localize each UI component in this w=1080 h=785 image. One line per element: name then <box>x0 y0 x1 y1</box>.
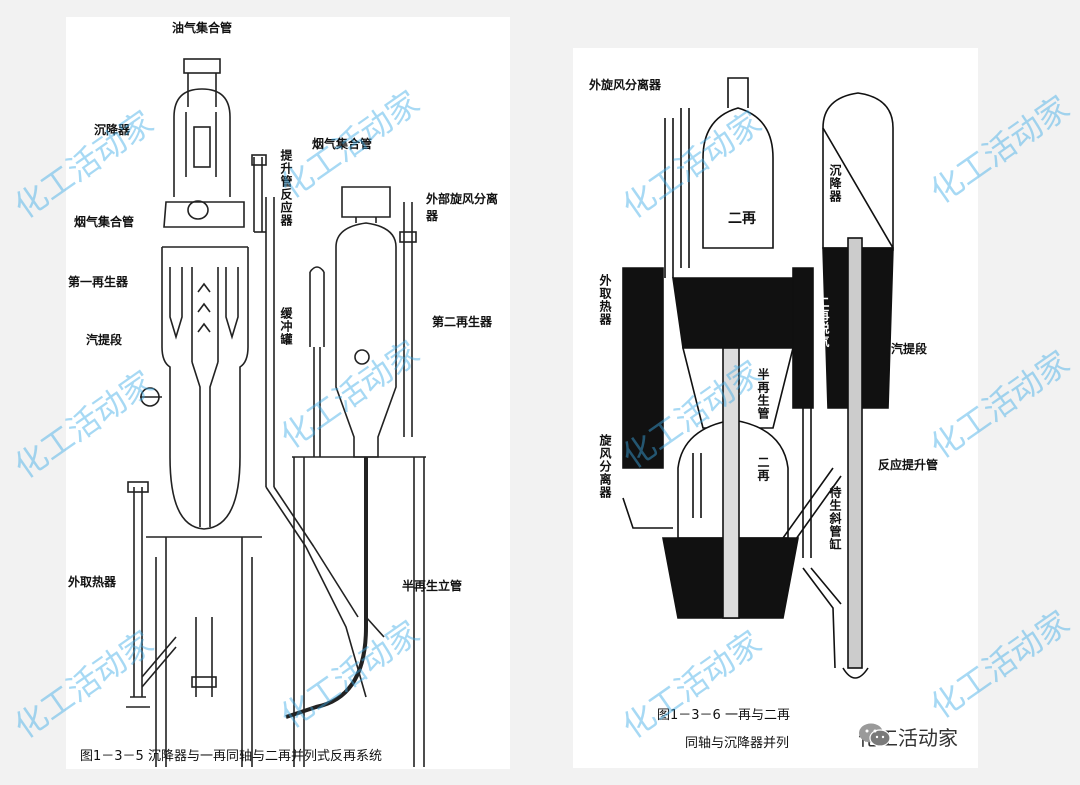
left-figure-caption: 图1－3－5 沉降器与一再同轴与二再并列式反再系统 <box>80 749 382 764</box>
label-second-regen-bottom: 二再 <box>756 456 770 482</box>
label-settler-right: 沉降器 <box>828 164 842 203</box>
label-flue-gas-header-top: 烟气集合管 <box>312 137 373 151</box>
label-flue-gas-header-left: 烟气集合管 <box>74 215 135 229</box>
label-settler: 沉降器 <box>94 123 131 137</box>
right-figure-panel: 外旋风分离器 二再 沉降器 外取热器 二再脱气 汽提段 半再生管 旋风分离器 二… <box>573 48 978 768</box>
label-cyclone-right: 旋风分离器 <box>598 434 612 499</box>
label-second-regenerator: 第二再生器 <box>432 315 493 329</box>
label-riser-reactor: 提升管反应器 <box>279 149 293 227</box>
wechat-icon <box>859 723 891 747</box>
label-external-heat-remover-right: 外取热器 <box>598 274 612 326</box>
right-equipment-drawing <box>622 77 894 679</box>
left-equipment-drawing <box>126 58 426 767</box>
left-figure-panel: 油气集合管 沉降器 提升管反应器 烟气集合管 烟气集合管 外部旋风分离器 第一再… <box>66 17 510 769</box>
label-semi-regenerated-standpipe: 半再生立管 <box>402 579 463 593</box>
label-reaction-riser: 反应提升管 <box>878 458 939 472</box>
label-second-regen-top: 二再 <box>728 211 756 227</box>
right-figure-caption-line1: 图1－3－6 一再与二再 <box>657 708 790 723</box>
label-semi-regen-pipe: 半再生管 <box>756 368 770 420</box>
brand-badge: 化工活动家 <box>858 722 958 751</box>
label-stripping-section: 汽提段 <box>86 333 123 347</box>
label-buffer-tank: 缓冲罐 <box>279 307 293 346</box>
label-spent-inclined-pipe: 待生斜管缸 <box>828 486 842 551</box>
label-first-regenerator: 第一再生器 <box>68 275 129 289</box>
label-external-heat-remover: 外取热器 <box>68 575 117 589</box>
label-external-cyclone: 外部旋风分离器 <box>426 192 499 223</box>
label-stripping-section-right: 汽提段 <box>891 342 928 356</box>
label-external-cyclone-right: 外旋风分离器 <box>589 78 662 92</box>
label-second-regen-degas: 二再脱气 <box>816 296 830 348</box>
right-figure-caption-line2: 同轴与沉降器并列 <box>685 736 790 751</box>
label-oil-gas-header: 油气集合管 <box>172 21 233 35</box>
